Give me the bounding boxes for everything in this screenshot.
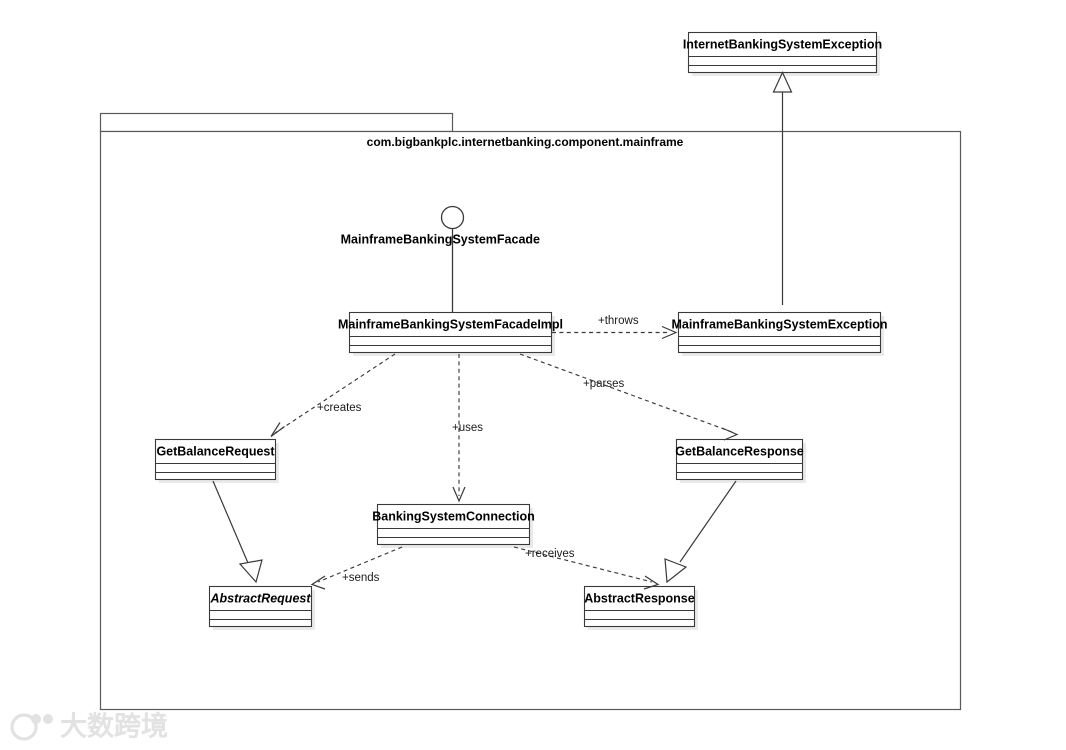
open-arrowhead <box>661 325 678 340</box>
open-arrowhead <box>721 427 739 441</box>
class-get-balance-response[interactable]: GetBalanceResponse <box>675 438 806 484</box>
edge-label-receives: +receives <box>525 548 575 560</box>
dependency-uses: +uses <box>452 354 483 503</box>
generalization-arrowhead <box>664 558 688 584</box>
interface-mainframe-banking-system-facade[interactable]: MainframeBankingSystemFacade <box>341 205 540 313</box>
lollipop-circle-icon <box>440 205 465 230</box>
dependency-receives: +receives <box>513 546 660 590</box>
open-arrowhead <box>452 486 466 503</box>
edge-label-sends: +sends <box>342 572 380 584</box>
edge-label-parses: +parses <box>583 378 624 390</box>
class-abstract-response[interactable]: AbstractResponse <box>583 585 698 631</box>
class-name-label: MainframeBankingSystemFacadeImpl <box>338 317 563 331</box>
class-internet-banking-system-exception[interactable]: InternetBankingSystemException <box>683 31 882 77</box>
class-name-label: MainframeBankingSystemException <box>671 317 887 331</box>
open-arrowhead <box>270 422 285 437</box>
generalization-arrowhead <box>772 71 793 93</box>
package-label: com.bigbankplc.internetbanking.component… <box>367 135 684 149</box>
dependency-sends: +sends <box>310 546 403 590</box>
class-name-label: AbstractRequest <box>209 591 311 605</box>
generalization-response <box>664 480 737 584</box>
class-name-label: GetBalanceRequest <box>156 444 275 458</box>
class-name-label: InternetBankingSystemException <box>683 37 882 51</box>
interface-label: MainframeBankingSystemFacade <box>341 232 540 246</box>
class-get-balance-request[interactable]: GetBalanceRequest <box>154 438 280 484</box>
generalization-request <box>212 480 263 584</box>
edge-label-throws: +throws <box>598 315 639 327</box>
class-name-label: BankingSystemConnection <box>372 509 535 523</box>
class-mainframe-banking-system-facade-impl[interactable]: MainframeBankingSystemFacadeImpl <box>338 311 563 357</box>
class-banking-system-connection[interactable]: BankingSystemConnection <box>372 503 535 549</box>
class-mainframe-banking-system-exception[interactable]: MainframeBankingSystemException <box>671 311 888 357</box>
class-name-label: GetBalanceResponse <box>675 444 804 458</box>
generalization-arrowhead <box>238 559 263 584</box>
open-arrowhead <box>310 575 326 590</box>
edge-label-creates: +creates <box>317 402 362 414</box>
dependency-throws: +throws <box>552 315 678 340</box>
generalization-exception <box>772 71 793 305</box>
class-abstract-request[interactable]: AbstractRequest <box>208 585 315 631</box>
package-tab <box>99 112 454 133</box>
watermark: 大数跨境 <box>10 712 168 743</box>
edge-label-uses: +uses <box>452 422 483 434</box>
open-arrowhead <box>643 575 660 590</box>
dependency-creates: +creates <box>270 353 396 437</box>
dependency-parses: +parses <box>519 353 739 441</box>
class-name-label: AbstractResponse <box>584 591 694 605</box>
watermark-label: 大数跨境 <box>60 712 168 743</box>
